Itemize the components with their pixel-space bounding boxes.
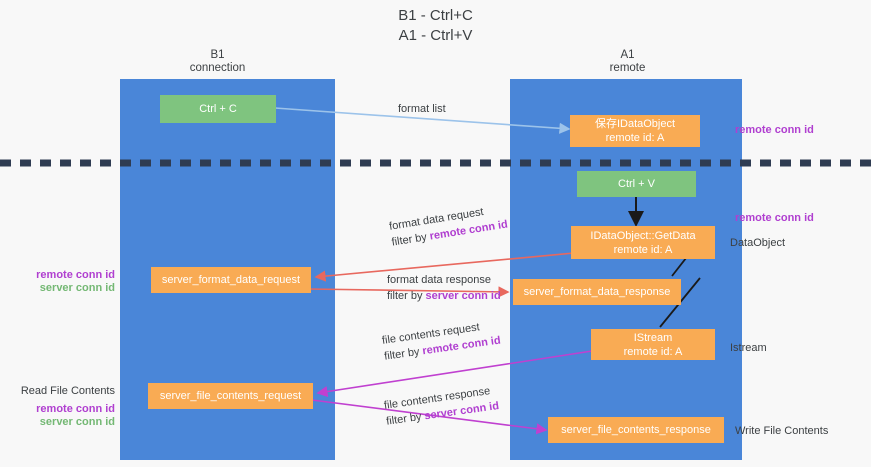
node-server-file-contents-request[interactable]: server_file_contents_request: [148, 383, 313, 409]
node-save-idataobject[interactable]: 保存IDataObject remote id: A: [570, 115, 700, 147]
node-server-format-data-response[interactable]: server_format_data_response: [513, 279, 681, 305]
node-istream[interactable]: IStream remote id: A: [591, 329, 715, 360]
column-heading-a1: A1 remote: [609, 49, 646, 74]
note-right-remote-conn-id-mid: remote conn id: [735, 212, 814, 224]
edge-label-format-data-response-line1: format data response: [387, 274, 491, 286]
node-ctrl-c[interactable]: Ctrl + C: [160, 95, 276, 123]
edge-label-format-list-line1: format list: [398, 103, 446, 115]
note-left-read-file-contents: Read File Contents: [20, 385, 115, 397]
edge-label-format-data-request: format data request filter by remote con…: [388, 201, 509, 251]
note-right-istream: Istream: [730, 342, 767, 354]
edge-label-file-contents-response: file contents response filter by server …: [383, 382, 500, 430]
note-left-server-conn-id-2: server conn id: [39, 416, 115, 428]
node-idataobject-getdata[interactable]: IDataObject::GetData remote id: A: [571, 226, 715, 259]
node-ctrl-v[interactable]: Ctrl + V: [577, 171, 696, 197]
note-right-write-file-contents: Write File Contents: [735, 425, 829, 437]
edge-label-format-list: format list: [398, 101, 446, 117]
node-server-file-contents-response[interactable]: server_file_contents_response: [548, 417, 724, 443]
note-left-remote-conn-id-2: remote conn id: [36, 403, 115, 415]
node-server-format-data-request[interactable]: server_format_data_request: [151, 267, 311, 293]
note-right-dataobject: DataObject: [730, 237, 786, 249]
note-right-remote-conn-id-top: remote conn id: [735, 124, 814, 136]
accent-server-conn-id: server conn id: [425, 290, 501, 302]
note-left-server-conn-id: server conn id: [39, 282, 115, 294]
page-title: B1 - Ctrl+C A1 - Ctrl+V: [398, 7, 473, 44]
column-heading-b1: B1 connection: [189, 49, 246, 74]
edge-label-file-contents-request: file contents request filter by remote c…: [381, 317, 502, 365]
note-left-remote-conn-id: remote conn id: [36, 269, 115, 281]
edge-label-format-data-response-line2: filter by server conn id: [387, 290, 501, 302]
edge-label-format-data-response: format data response filter by server co…: [387, 272, 501, 304]
